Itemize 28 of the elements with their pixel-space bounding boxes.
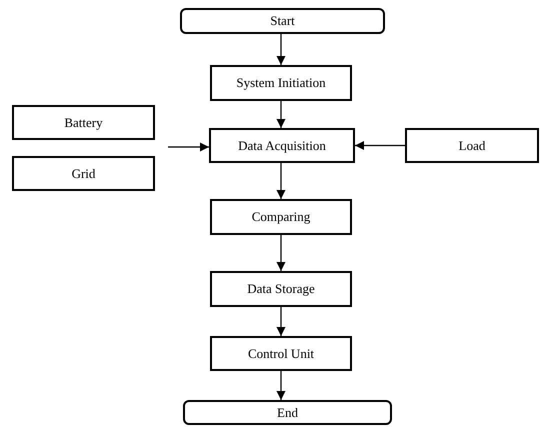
arrow [355, 141, 405, 150]
node-label: System Initiation [236, 75, 326, 91]
arrow [276, 371, 286, 400]
terminal-box [183, 400, 392, 425]
terminal-box [180, 8, 385, 34]
process-box [210, 271, 352, 307]
arrow [276, 34, 286, 65]
process-box [12, 156, 155, 191]
process-box [210, 336, 352, 371]
process-box [12, 105, 155, 140]
node-label: Data Acquisition [238, 138, 326, 154]
node-label: Data Storage [247, 281, 315, 297]
arrow [168, 142, 209, 152]
node-label: Start [270, 13, 295, 29]
arrow [276, 163, 286, 199]
node-label: Grid [72, 166, 96, 182]
arrow [276, 101, 286, 128]
node-label: Control Unit [248, 346, 314, 362]
node-label: Comparing [252, 209, 310, 225]
process-box [209, 128, 355, 163]
process-box [405, 128, 539, 163]
node-label: End [277, 404, 298, 420]
arrow [276, 307, 286, 336]
arrow [276, 235, 286, 271]
node-label: Load [458, 138, 486, 154]
process-box [210, 199, 352, 235]
process-box [210, 65, 352, 101]
node-label: Battery [64, 114, 103, 130]
